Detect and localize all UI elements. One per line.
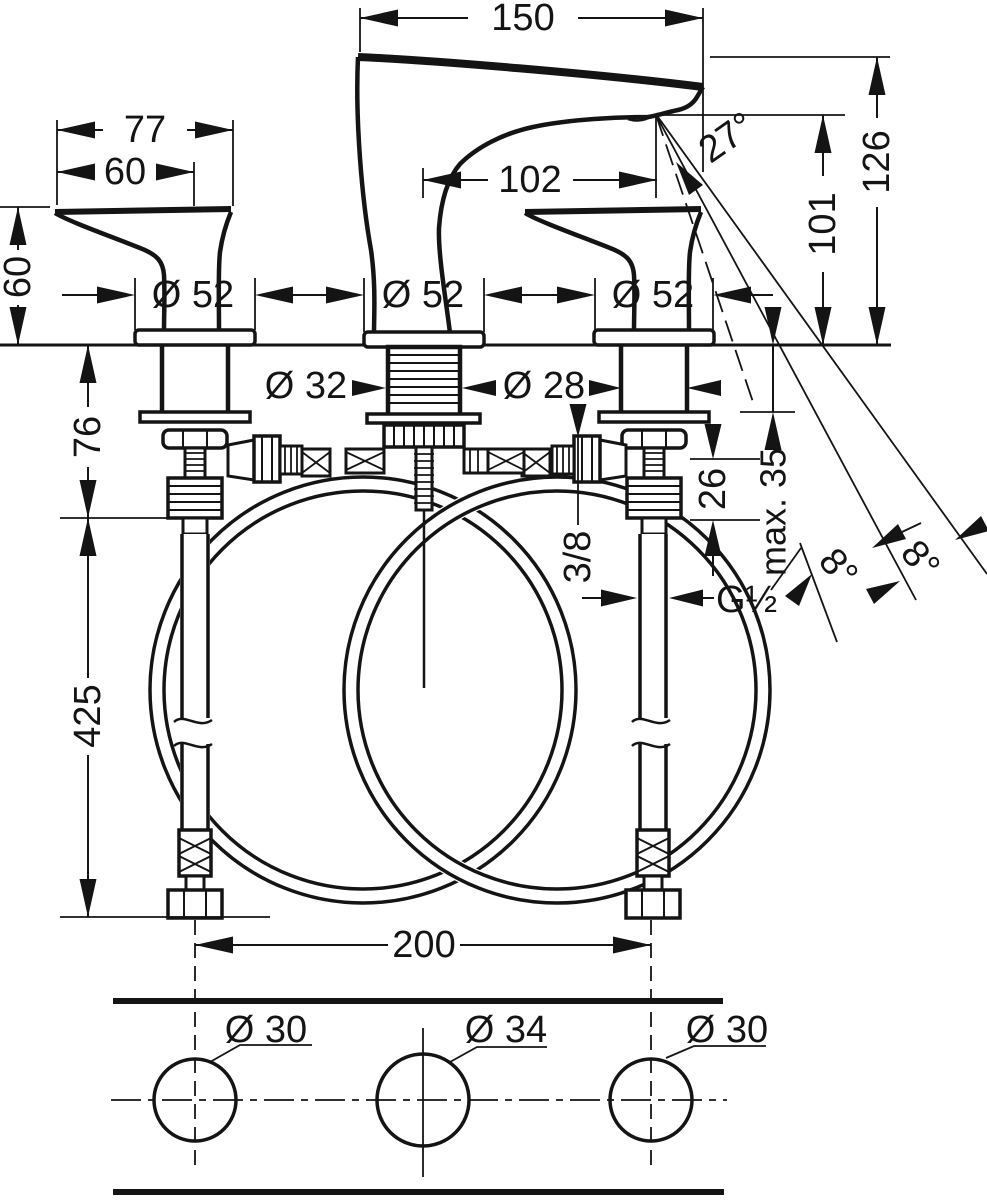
- label-3-8: 3/8: [557, 404, 599, 583]
- dim-label-max35: max. 35: [753, 448, 794, 576]
- dim-label-77: 77: [124, 109, 166, 151]
- dim-label-3-8: 3/8: [557, 531, 599, 584]
- dim-label-dia28: Ø 28: [503, 365, 585, 407]
- shank-left: [138, 345, 252, 424]
- dim-label-dia52-center: Ø 52: [382, 274, 464, 316]
- dim-dia32: Ø 32: [265, 365, 496, 407]
- dim-label-dia32: Ø 32: [265, 365, 347, 407]
- hole-pattern-view: Ø 30 Ø 34 Ø 30: [111, 920, 768, 1195]
- shank-right: [597, 345, 711, 424]
- dim-label-150: 150: [491, 0, 554, 39]
- spout-outline: [355, 53, 705, 334]
- hole-right: [608, 1057, 694, 1143]
- elbow-cone-left: [226, 438, 256, 482]
- dim-200: 200: [195, 924, 651, 966]
- dim-label-102: 102: [498, 159, 561, 201]
- aerator-tip: [627, 114, 653, 122]
- dim-126: 126: [710, 56, 898, 345]
- dim-max35: max. 35: [740, 307, 795, 576]
- hole-left: [152, 1057, 238, 1143]
- center-tee-assembly: [344, 423, 526, 688]
- dim-60-hub: 60: [57, 151, 195, 206]
- dim-60-height: 60: [0, 206, 50, 345]
- dim-label-dia30-right: Ø 30: [686, 1009, 768, 1051]
- supply-hose-right: [624, 534, 682, 920]
- dim-label-60-hub: 60: [104, 151, 146, 193]
- dim-label-200: 200: [392, 924, 455, 966]
- dim-label-8deg-1: 8°: [810, 541, 866, 596]
- handle-right-outline: [523, 206, 704, 331]
- spout-top-edge: [357, 53, 704, 91]
- dim-label-60-height: 60: [0, 256, 39, 298]
- dim-dia52-center: Ø 52: [326, 274, 557, 332]
- dim-27deg: 27°: [676, 104, 763, 195]
- dim-label-dia30-left: Ø 30: [225, 1009, 307, 1051]
- dim-label-g12: G½: [716, 579, 777, 621]
- handle-left-outline: [53, 206, 234, 331]
- dim-8deg-2: 8°: [866, 516, 987, 604]
- hose-nut-left: [166, 888, 224, 920]
- escutcheon-right: [592, 328, 716, 347]
- dim-label-dia34: Ø 34: [465, 1009, 547, 1051]
- supply-hose-left: [166, 534, 224, 920]
- dim-label-76: 76: [67, 416, 109, 458]
- hole-center: [375, 1052, 471, 1148]
- dim-label-101: 101: [802, 192, 844, 255]
- water-stream-lines: [655, 114, 987, 643]
- dim-26: 26: [690, 424, 760, 576]
- shank-center-threaded: [365, 344, 482, 425]
- escutcheon-left: [133, 328, 257, 347]
- dim-101: 101: [662, 114, 845, 345]
- dim-dia52-left: Ø 52: [62, 274, 327, 330]
- hose-nut-right: [624, 888, 682, 920]
- dim-150: 150: [359, 0, 704, 172]
- dim-dia28: Ø 28: [503, 365, 721, 407]
- dim-label-dia52-right: Ø 52: [612, 274, 694, 316]
- flex-hose-loops: [147, 474, 773, 906]
- handle-right-top-edge: [524, 206, 702, 215]
- dim-102: 102: [422, 159, 657, 201]
- elbow-nut-left: [252, 434, 282, 484]
- dim-label-26: 26: [692, 468, 734, 510]
- hose-break-symbol: [631, 717, 671, 725]
- valve-right: [520, 428, 688, 536]
- valve-left: [161, 428, 332, 536]
- dim-label-dia52-left: Ø 52: [152, 274, 234, 316]
- tilt-reference-stroke: [799, 542, 838, 643]
- dim-77: 77: [56, 109, 234, 206]
- dim-label-8deg-2: 8°: [892, 533, 948, 588]
- handle-left-top-edge: [54, 206, 232, 215]
- label-g12: G½: [582, 579, 777, 621]
- dim-dia52-right: Ø 52: [557, 274, 773, 330]
- dim-label-126: 126: [856, 130, 898, 193]
- elbow-cone-right: [598, 438, 628, 482]
- dim-76-425: 76 425: [60, 345, 270, 918]
- dim-label-425: 425: [67, 684, 109, 747]
- hose-break-symbol: [173, 717, 213, 725]
- escutcheons: [133, 328, 716, 349]
